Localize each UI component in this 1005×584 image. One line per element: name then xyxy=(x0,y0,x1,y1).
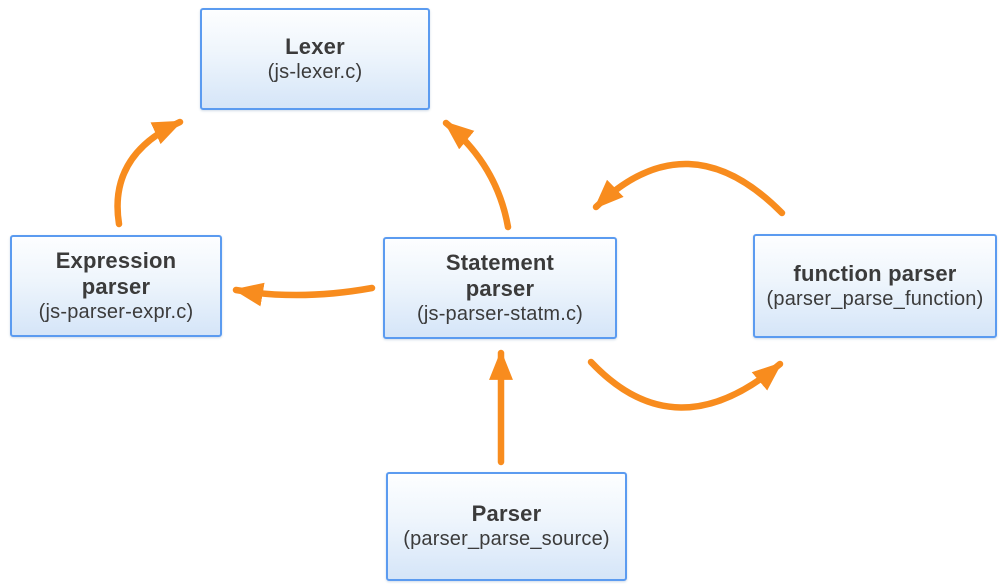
node-statement-parser-title-line2: parser xyxy=(465,275,535,301)
node-statement-parser-title-line1: Statement xyxy=(445,249,555,275)
arrow-statement-to-function xyxy=(587,358,784,411)
node-expression-parser-title-line2: parser xyxy=(81,273,151,299)
node-expression-parser-title-line1: Expression xyxy=(55,247,177,273)
arrow-function-to-statement xyxy=(592,160,786,217)
arrow-expression-to-lexer xyxy=(114,118,184,228)
node-function-parser-title: function parser xyxy=(793,260,957,286)
node-expression-parser-subtitle: (js-parser-expr.c) xyxy=(38,300,194,323)
node-statement-parser-subtitle: (js-parser-statm.c) xyxy=(416,302,584,325)
node-parser: Parser (parser_parse_source) xyxy=(386,472,627,581)
node-lexer-subtitle: (js-lexer.c) xyxy=(267,60,363,83)
arrow-statement-to-lexer xyxy=(442,119,512,231)
node-lexer: Lexer (js-lexer.c) xyxy=(200,8,430,110)
node-statement-parser: Statement parser (js-parser-statm.c) xyxy=(383,237,617,339)
node-parser-subtitle: (parser_parse_source) xyxy=(403,528,610,550)
node-parser-title: Parser xyxy=(471,501,542,526)
node-expression-parser: Expression parser (js-parser-expr.c) xyxy=(10,235,222,337)
node-function-parser-subtitle: (parser_parse_function) xyxy=(766,287,984,310)
node-function-parser: function parser (parser_parse_function) xyxy=(753,234,997,338)
arrow-statement-to-expression xyxy=(232,282,376,307)
node-lexer-title: Lexer xyxy=(285,33,345,59)
